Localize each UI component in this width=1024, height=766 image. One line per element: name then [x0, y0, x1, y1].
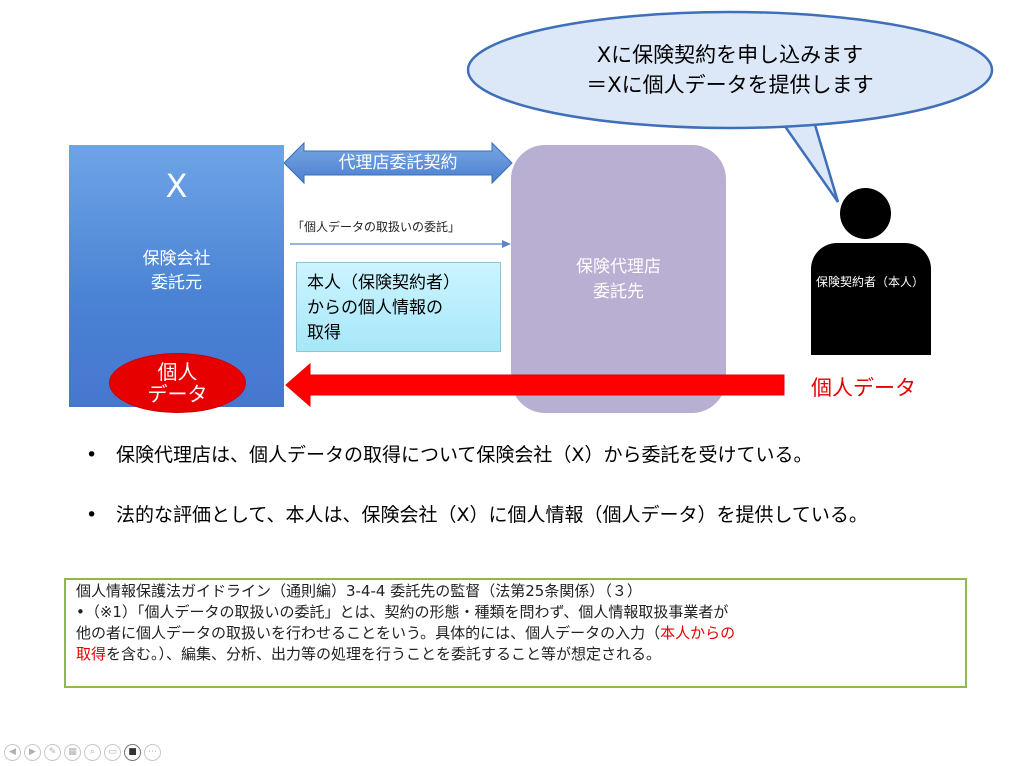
speech-bubble-text: Xに保険契約を申し込みます ＝Xに個人データを提供します	[520, 40, 940, 100]
agency-label-line: 保険代理店	[576, 257, 661, 277]
insurer-label: 保険会社 委託元	[69, 247, 284, 295]
guideline-note-box: 個人情報保護法ガイドライン（通則編）3-4-4 委託先の監督（法第25条関係）（…	[64, 578, 967, 688]
speech-bubble-line: ＝Xに個人データを提供します	[586, 73, 874, 97]
personal-data-ellipse: 個人 データ	[109, 353, 246, 413]
note-highlight: 本人からの	[660, 624, 736, 642]
insurer-symbol: X	[165, 167, 188, 205]
bullet-text: 法的な評価として、本人は、保険会社（X）に個人情報（個人データ）を提供している。	[116, 504, 868, 526]
note-text: を含む。）、編集、分析、出力等の処理を行うことを委託すること等が想定される。	[106, 645, 662, 663]
pen-icon[interactable]: ✎	[44, 744, 61, 761]
camera-icon[interactable]: ■	[124, 744, 141, 761]
person-label: 保険契約者（本人）	[816, 275, 925, 289]
insurer-box: X 保険会社 委託元 個人 データ	[69, 145, 284, 413]
speech-bubble	[466, 10, 994, 203]
contract-double-arrow	[283, 141, 513, 185]
person-body-icon	[811, 243, 931, 355]
slides-icon[interactable]: ▦	[64, 744, 81, 761]
more-icon[interactable]: ⋯	[144, 744, 161, 761]
speech-bubble-line: Xに保険契約を申し込みます	[596, 43, 864, 67]
bullet-dot-icon: •	[86, 504, 98, 526]
bullet-dot-icon: •	[86, 444, 98, 466]
zoom-icon[interactable]: ⌕	[84, 744, 101, 761]
insurer-label-line: 保険会社	[142, 249, 211, 269]
agency-label-line: 委託先	[593, 282, 644, 302]
info-box-line: 本人（保険契約者）	[307, 273, 460, 293]
agency-box: 保険代理店 委託先	[511, 145, 726, 413]
personal-data-red-arrow	[285, 362, 785, 408]
note-text: 他の者に個人データの取扱いを行わせることをいう。具体的には、個人データの入力（	[76, 624, 661, 642]
personal-data-ellipse-line: データ	[147, 382, 208, 406]
bullet-text: 保険代理店は、個人データの取得について保険会社（X）から委託を受けている。	[116, 444, 813, 466]
bullet-item: • 保険代理店は、個人データの取得について保険会社（X）から委託を受けている。	[86, 440, 812, 467]
note-line: •（※1）「個人データの取扱いの委託」とは、契約の形態・種類を問わず、個人情報取…	[76, 603, 729, 621]
info-box: 本人（保険契約者） からの個人情報の 取得	[296, 262, 501, 352]
prev-icon[interactable]: ◀	[4, 744, 21, 761]
info-box-line: からの個人情報の	[307, 298, 443, 318]
agency-label: 保険代理店 委託先	[511, 255, 726, 305]
person-head-icon	[840, 188, 891, 239]
note-highlight: 取得	[76, 645, 107, 663]
info-box-line: 取得	[307, 323, 341, 343]
next-icon[interactable]: ▶	[24, 744, 41, 761]
entrust-arrow	[290, 240, 511, 248]
personal-data-label: 個人データ	[811, 376, 916, 400]
contract-label: 代理店委託契約	[338, 153, 458, 173]
bullet-item: • 法的な評価として、本人は、保険会社（X）に個人情報（個人データ）を提供している…	[86, 500, 868, 527]
note-line: 他の者に個人データの取扱いを行わせることをいう。具体的には、個人データの入力（本…	[76, 623, 955, 644]
subtitles-icon[interactable]: ▭	[104, 744, 121, 761]
entrust-label: 「個人データの取扱いの委託」	[292, 220, 461, 234]
note-line: 取得を含む。）、編集、分析、出力等の処理を行うことを委託すること等が想定される。	[76, 644, 955, 665]
insurer-label-line: 委託元	[151, 273, 202, 293]
note-line: 個人情報保護法ガイドライン（通則編）3-4-4 委託先の監督（法第25条関係）（…	[76, 582, 642, 600]
slideshow-nav: ◀ ▶ ✎ ▦ ⌕ ▭ ■ ⋯	[4, 744, 161, 761]
personal-data-ellipse-line: 個人	[157, 360, 198, 384]
